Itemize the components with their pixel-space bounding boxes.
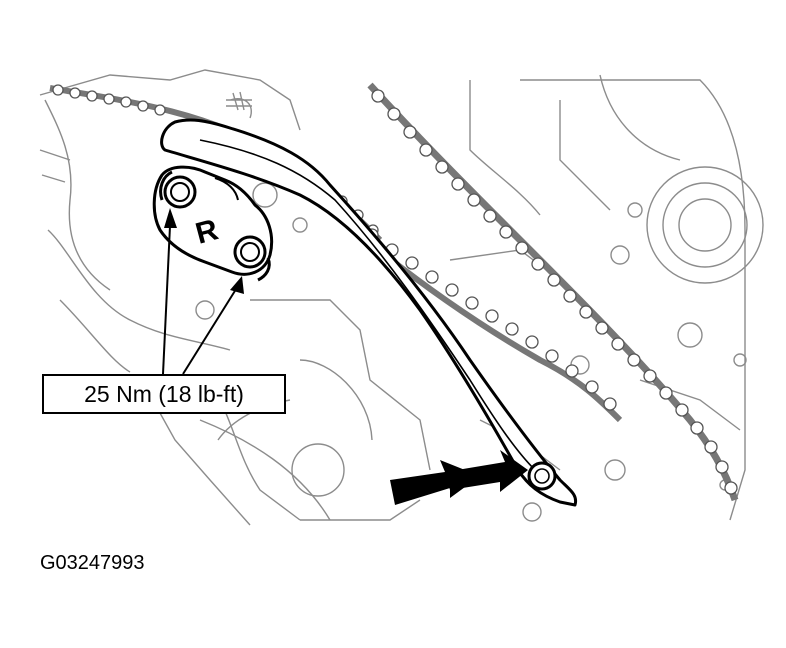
direction-arrow-icon bbox=[390, 450, 528, 505]
torque-label: 25 Nm (18 lb-ft) bbox=[42, 374, 286, 414]
timing-chain-icon bbox=[367, 82, 739, 502]
chain-guide-icon bbox=[160, 118, 578, 507]
guide-bolt-icon bbox=[159, 170, 197, 209]
leader-arrowheads bbox=[164, 208, 244, 294]
leader-lines bbox=[162, 225, 239, 375]
engine-block-linework bbox=[39, 69, 764, 526]
guide-bolt-icon bbox=[527, 461, 557, 491]
figure-id: G03247993 bbox=[40, 552, 145, 574]
guide-bolt-icon bbox=[233, 235, 271, 282]
